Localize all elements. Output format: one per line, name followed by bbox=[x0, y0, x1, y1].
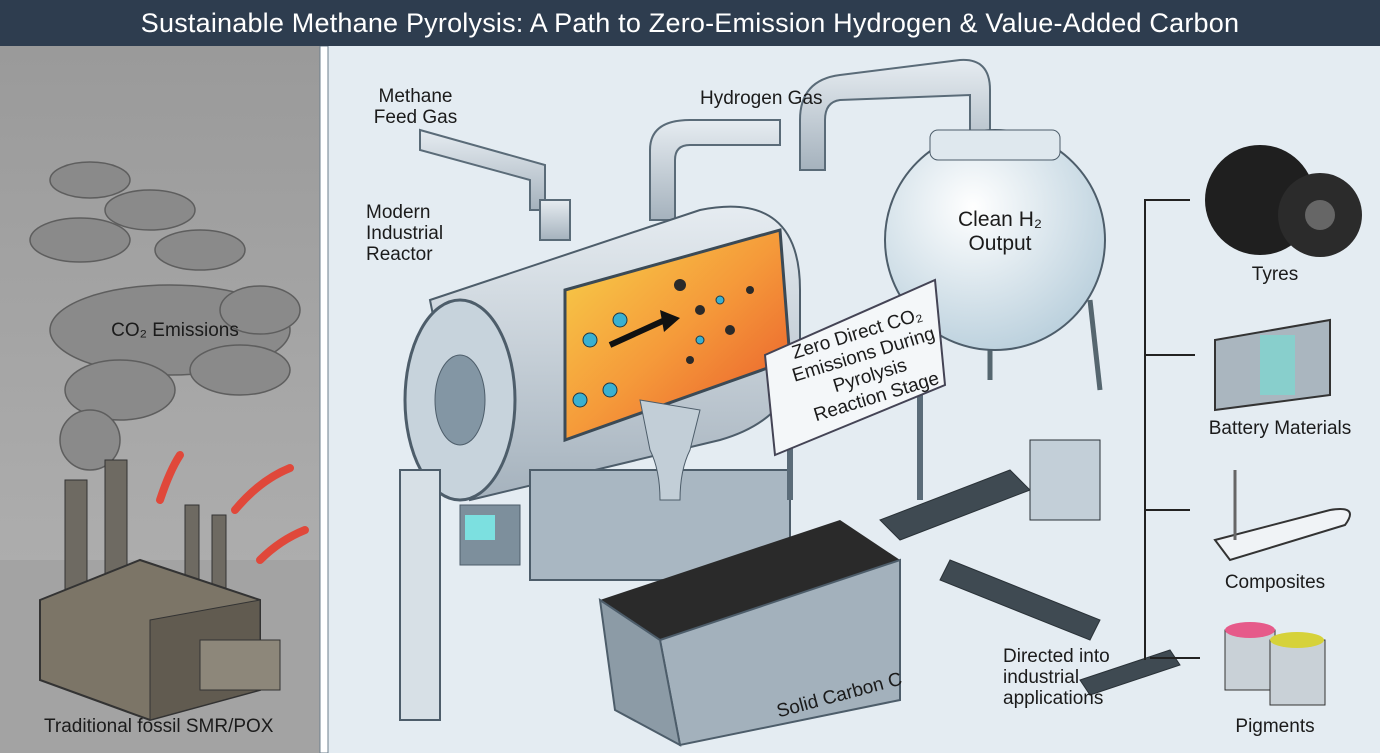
reactor-label: Modern Industrial Reactor bbox=[366, 202, 444, 265]
page-title: Sustainable Methane Pyrolysis: A Path to… bbox=[0, 0, 1380, 46]
feed-pipe bbox=[419, 58, 991, 241]
feed-gas-label: Methane Feed Gas bbox=[373, 86, 458, 128]
carbon-bin-icon bbox=[598, 520, 901, 747]
illustration bbox=[0, 46, 1362, 753]
fossil-panel bbox=[0, 46, 322, 753]
emission-arrows-icon bbox=[156, 451, 309, 564]
app-label-battery: Battery Materials bbox=[1208, 418, 1352, 439]
co2-emissions-label: CO₂ Emissions bbox=[111, 320, 239, 341]
clean-h2-output-label: Clean H₂ Output bbox=[957, 208, 1043, 255]
app-label-tyres: Tyres bbox=[1251, 264, 1299, 285]
airplane-wind-turbine-icon bbox=[1213, 470, 1351, 562]
paint-can-icon bbox=[1224, 622, 1326, 706]
conveyor-belts bbox=[879, 439, 1181, 696]
reactor-icon bbox=[399, 205, 801, 721]
sign-board bbox=[763, 278, 947, 500]
directed-applications-label: Directed into industrial applications bbox=[1003, 646, 1110, 709]
panel-divider bbox=[319, 46, 329, 753]
tyre-icon bbox=[1205, 145, 1362, 257]
application-arrows bbox=[1144, 199, 1200, 660]
hydrogen-gas-label: Hydrogen Gas bbox=[700, 88, 823, 109]
app-label-pigments: Pigments bbox=[1235, 716, 1315, 737]
smoke-clouds-icon bbox=[29, 161, 301, 471]
factory-label: Traditional fossil SMR/POX bbox=[44, 716, 274, 737]
factory-icon bbox=[39, 459, 281, 722]
app-label-composites: Composites bbox=[1224, 572, 1326, 593]
battery-icon bbox=[1214, 318, 1331, 412]
